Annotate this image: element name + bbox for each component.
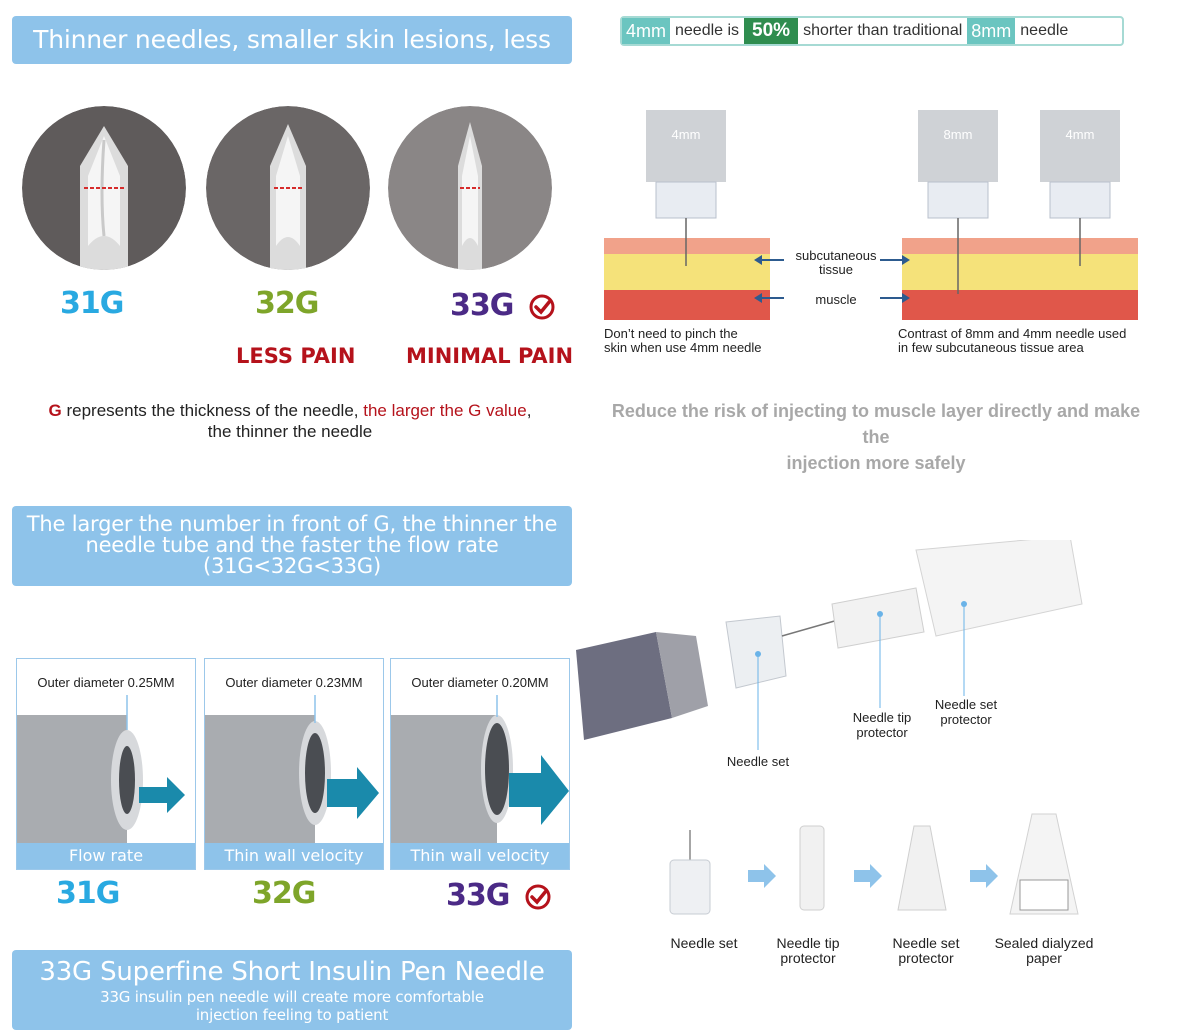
percent-badge: 50% [744, 18, 799, 44]
subcutaneous-label: subcutaneous tissue [786, 249, 886, 277]
gauge-note-part1: represents the thickness of the needle, [61, 401, 364, 420]
packaging-steps-illustration [669, 813, 1079, 915]
gauge-label-33g-text: 33G [450, 288, 514, 323]
mid-banner: The larger the number in front of G, the… [12, 506, 572, 586]
gauge-label-33g: 33G [450, 288, 555, 323]
gauge-note: G represents the thickness of the needle… [20, 400, 560, 442]
needle-tip-33g-image [388, 106, 552, 270]
tube-diameter: Outer diameter 0.20MM [411, 675, 549, 690]
injection-depth-diagram [604, 110, 1138, 320]
needle-tip-protector-callout-2: protector [856, 725, 908, 740]
comparison-text1: needle is [675, 22, 740, 39]
needle-set-protector-callout-2: protector [940, 712, 992, 727]
gauge-label-31g: 31G [60, 286, 124, 321]
needle-tip-32g-image [206, 106, 370, 270]
comparison-text2: shorter than traditional [803, 22, 963, 39]
bottom-banner-line2: injection feeling to patient [195, 1006, 389, 1024]
mid-banner-line3: (31G<32G<33G) [203, 554, 381, 578]
needle-set-protector-callout: Needle set protector [924, 697, 1008, 727]
tube-card-32g: Outer diameter 0.23MM Thin wall velocity [204, 658, 384, 870]
caption-left: Don’t need to pinch the skin when use 4m… [604, 327, 762, 355]
needle-tip-protector-callout: Needle tip protector [840, 710, 924, 740]
tube-caption: Flow rate [17, 843, 195, 869]
tube-gauge-33g-text: 33G [446, 878, 510, 913]
length-b: 8mm [967, 18, 1016, 44]
comparison-text3: needle [1020, 22, 1069, 39]
tube-card-31g: Outer diameter 0.25MM Flow rate [16, 658, 196, 870]
check-circle-icon [529, 294, 555, 319]
step-needle-set-protector: Needle set protector [878, 936, 974, 966]
gauge-note-part3: , [526, 401, 532, 420]
pen-label-a: 4mm [671, 127, 701, 142]
length-a: 4mm [622, 18, 670, 44]
safety-line2: injection more safely [786, 453, 966, 473]
mid-banner-line2: needle tube and the faster the flow rate [85, 533, 499, 557]
step-sealed-paper: Sealed dialyzed paper [984, 936, 1104, 966]
tube-diameter: Outer diameter 0.23MM [225, 675, 363, 690]
gauge-note-g: G [48, 401, 62, 420]
top-banner: Thinner needles, smaller skin lesions, l… [12, 16, 572, 102]
caption-right-1: Contrast of 8mm and 4mm needle used [898, 326, 1127, 341]
safety-statement: Reduce the risk of injecting to muscle l… [598, 398, 1154, 476]
gauge-label-32g: 32G [255, 286, 319, 321]
caption-left-2: skin when use 4mm needle [604, 340, 762, 355]
step-sealed-paper-2: paper [1026, 950, 1062, 966]
bottom-banner-line1: 33G insulin pen needle will create more … [100, 988, 484, 1006]
caption-left-1: Don’t need to pinch the [604, 326, 738, 341]
gauge-note-line2: the thinner the needle [207, 422, 373, 441]
needle-set-callout: Needle set [726, 754, 790, 769]
check-circle-icon [525, 884, 551, 909]
needle-tip-protector-callout-1: Needle tip [852, 710, 912, 725]
pen-label-b: 8mm [943, 127, 973, 142]
tube-gauge-31g: 31G [56, 876, 120, 911]
step-needle-tip-protector: Needle tip protector [760, 936, 856, 966]
subcutaneous-line2: tissue [819, 262, 853, 277]
step-needle-set-protector-2: protector [898, 950, 954, 966]
safety-line1: Reduce the risk of injecting to muscle l… [611, 401, 1141, 447]
caption-right: Contrast of 8mm and 4mm needle used in f… [898, 327, 1126, 355]
length-comparison-pill: 4mm needle is 50% shorter than tradition… [620, 16, 1124, 46]
step-needle-set: Needle set [670, 935, 738, 951]
tube-diameter: Outer diameter 0.25MM [37, 675, 175, 690]
tube-gauge-33g: 33G [446, 878, 551, 913]
pen-label-c: 4mm [1065, 127, 1095, 142]
mid-banner-line1: The larger the number in front of G, the… [26, 512, 558, 536]
less-pain-label: LESS PAIN [236, 344, 356, 368]
step-needle-tip-protector-1: Needle tip [776, 935, 840, 951]
subcutaneous-line1: subcutaneous [795, 248, 877, 263]
step-needle-tip-protector-2: protector [780, 950, 836, 966]
bottom-banner-title: 33G Superfine Short Insulin Pen Needle [39, 957, 545, 987]
tube-caption: Thin wall velocity [205, 843, 383, 869]
tube-card-33g: Outer diameter 0.20MM Thin wall velocity [390, 658, 570, 870]
tube-caption: Thin wall velocity [391, 843, 569, 869]
step-needle-set-protector-1: Needle set [892, 935, 960, 951]
exploded-pen-illustration [576, 540, 1083, 750]
needle-set-protector-callout-1: Needle set [934, 697, 998, 712]
bottom-banner: 33G Superfine Short Insulin Pen Needle 3… [12, 950, 572, 1030]
minimal-pain-label: MINIMAL PAIN [406, 344, 574, 368]
muscle-label: muscle [815, 292, 857, 307]
tube-gauge-32g: 32G [252, 876, 316, 911]
gauge-note-part2: the larger the G value [363, 401, 527, 420]
needle-tip-31g-image [22, 106, 186, 270]
step-sealed-paper-1: Sealed dialyzed [994, 935, 1094, 951]
caption-right-2: in few subcutaneous tissue area [898, 340, 1084, 355]
